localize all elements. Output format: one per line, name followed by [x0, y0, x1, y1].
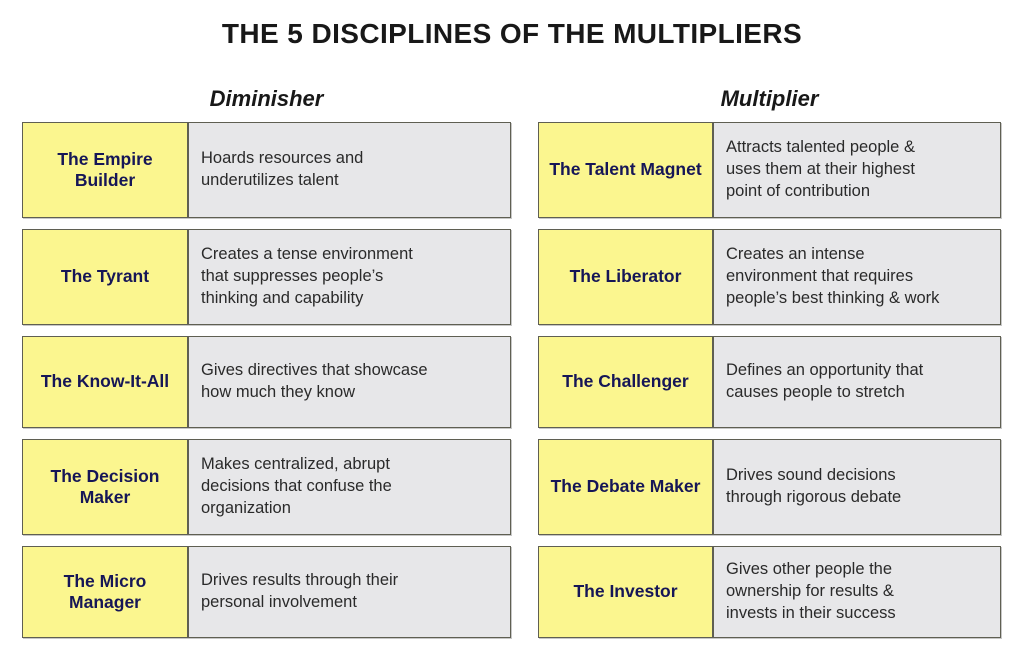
- page-title: THE 5 DISCIPLINES OF THE MULTIPLIERS: [221, 18, 803, 49]
- column-header-diminisher: Diminisher: [209, 86, 324, 111]
- discipline-description: Defines an opportunity that causes peopl…: [714, 337, 1000, 427]
- discipline-name: The Challenger: [539, 337, 714, 427]
- discipline-name: The Talent Magnet: [539, 123, 714, 217]
- table-row: The Liberator Creates an intense environ…: [538, 229, 1001, 325]
- table-row: The Challenger Defines an opportunity th…: [538, 336, 1001, 428]
- discipline-description: Attracts talented people & uses them at …: [714, 123, 1000, 217]
- discipline-description: Gives other people the ownership for res…: [714, 547, 1000, 637]
- discipline-name: The Empire Builder: [23, 123, 189, 217]
- discipline-name: The Micro Manager: [23, 547, 189, 637]
- table-row: The Investor Gives other people the owne…: [538, 546, 1001, 638]
- discipline-description: Drives results through their personal in…: [189, 547, 510, 637]
- table-row: The Empire Builder Hoards resources and …: [22, 122, 511, 218]
- table-row: The Know-It-All Gives directives that sh…: [22, 336, 511, 428]
- discipline-description: Makes centralized, abrupt decisions that…: [189, 440, 510, 534]
- discipline-description: Gives directives that showcase how much …: [189, 337, 510, 427]
- discipline-name: The Tyrant: [23, 230, 189, 324]
- discipline-name: The Investor: [539, 547, 714, 637]
- discipline-description: Hoards resources and underutilizes talen…: [189, 123, 510, 217]
- discipline-description: Creates an intense environment that requ…: [714, 230, 1000, 324]
- table-row: The Decision Maker Makes centralized, ab…: [22, 439, 511, 535]
- multiplier-table: The Talent Magnet Attracts talented peop…: [538, 122, 1001, 649]
- discipline-description: Creates a tense environment that suppres…: [189, 230, 510, 324]
- discipline-name: The Decision Maker: [23, 440, 189, 534]
- table-row: The Debate Maker Drives sound decisions …: [538, 439, 1001, 535]
- table-row: The Talent Magnet Attracts talented peop…: [538, 122, 1001, 218]
- discipline-name: The Liberator: [539, 230, 714, 324]
- discipline-name: The Debate Maker: [539, 440, 714, 534]
- column-header-multiplier: Multiplier: [720, 86, 819, 111]
- table-row: The Tyrant Creates a tense environment t…: [22, 229, 511, 325]
- table-row: The Micro Manager Drives results through…: [22, 546, 511, 638]
- discipline-name: The Know-It-All: [23, 337, 189, 427]
- discipline-description: Drives sound decisions through rigorous …: [714, 440, 1000, 534]
- diminisher-table: The Empire Builder Hoards resources and …: [22, 122, 511, 649]
